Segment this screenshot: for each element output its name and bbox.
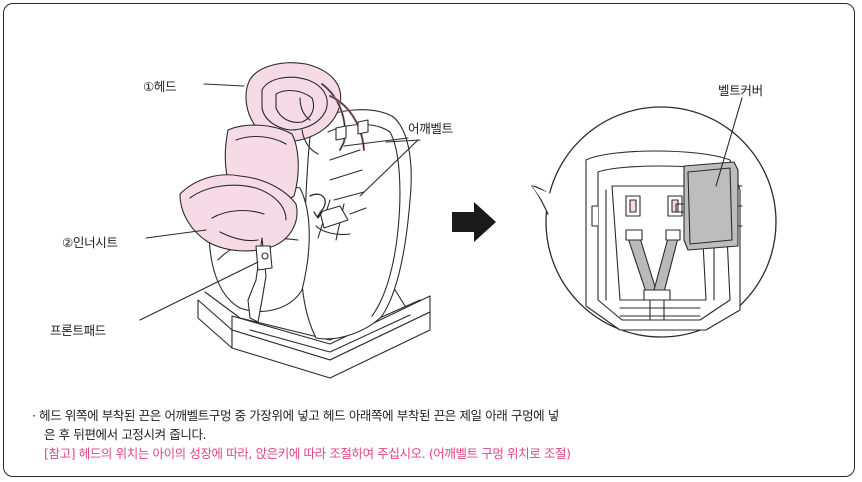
shoulder-belt-leader-line-c bbox=[385, 139, 421, 143]
instruction-text-1: 헤드 위쪽에 부착된 끈은 어깨벨트구멍 중 가장위에 넣고 헤드 아래쪽에 부… bbox=[39, 408, 559, 423]
inner-seat-cushion bbox=[179, 124, 299, 252]
belt-cover-label: 벨트커버 bbox=[718, 83, 763, 98]
shoulder-belt-label: 어깨벨트 bbox=[408, 121, 453, 136]
shoulder-belt-leader-line-b bbox=[359, 139, 419, 197]
head-leader-line bbox=[203, 83, 245, 87]
front-pad-leader-line bbox=[139, 261, 259, 321]
bullet: · bbox=[32, 408, 36, 423]
head-label: ①헤드 bbox=[143, 79, 177, 94]
instruction-line-1: · 헤드 위쪽에 부착된 끈은 어깨벨트구멍 중 가장위에 넣고 헤드 아래쪽에… bbox=[32, 406, 842, 425]
shoulder-belt-leader-line-a bbox=[343, 137, 409, 147]
inner-seat-label: ②인너시트 bbox=[62, 235, 118, 250]
right-arrow-icon bbox=[452, 202, 496, 242]
detail-zoom bbox=[531, 106, 777, 338]
illustration-frame bbox=[3, 3, 855, 477]
reference-note: [참고] 헤드의 위치는 아이의 성장에 따라, 앉은키에 따라 조절하여 주십… bbox=[44, 446, 571, 461]
head-cushion bbox=[245, 62, 366, 155]
front-pad-label: 프론트패드 bbox=[50, 323, 107, 338]
inner-seat-leader-line bbox=[145, 229, 207, 239]
instruction-line-2: 은 후 뒤편에서 고정시켜 줍니다. bbox=[44, 427, 207, 442]
belt-cover-leader-line bbox=[715, 97, 743, 187]
seat-base bbox=[197, 284, 431, 379]
instruction-notes: · 헤드 위쪽에 부착된 끈은 어깨벨트구멍 중 가장위에 넣고 헤드 아래쪽에… bbox=[32, 406, 842, 463]
